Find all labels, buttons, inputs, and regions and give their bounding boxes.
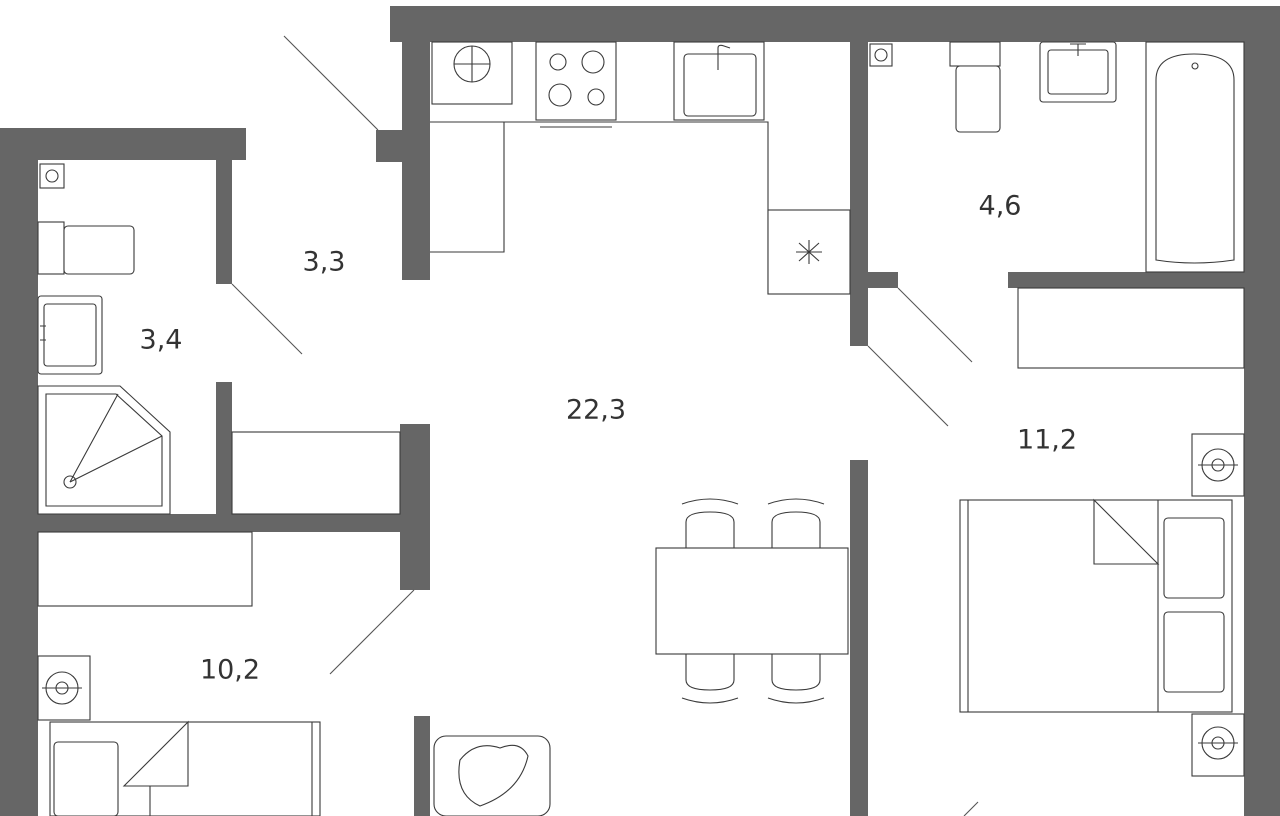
nightstand [1191, 713, 1245, 777]
wardrobe-small [37, 531, 253, 607]
chair [767, 654, 825, 704]
kitchen-counter-lower [430, 122, 505, 253]
wall-shower-bottom [38, 514, 406, 532]
shower-room-fixtures [37, 163, 401, 515]
toilet-tank [37, 221, 65, 275]
drain-icon [1191, 62, 1199, 70]
wall-entrance-vertical [402, 6, 430, 280]
kitchen-sink [673, 41, 765, 121]
washbasin [37, 295, 103, 375]
shower-room-door-leaf [231, 283, 303, 355]
chair [767, 498, 825, 548]
doors [231, 35, 979, 816]
riser [869, 43, 893, 67]
room-area-living-kitchen: 22,3 [565, 394, 627, 426]
bathtub [1145, 41, 1245, 273]
wall-top-left [0, 128, 246, 160]
stove-burner-icon [549, 53, 567, 71]
wardrobe-large [1017, 287, 1245, 369]
room-area-hall: 3,3 [302, 246, 346, 278]
bed-blanket-fold [122, 720, 189, 787]
wall-top-right [390, 6, 1280, 42]
stove-burner-icon [548, 83, 572, 107]
room-area-bedroom-small: 10,2 [199, 654, 261, 686]
wall-shower-top [216, 160, 232, 284]
wall-bedroom-left-pier [400, 424, 430, 590]
entrance-door-leaf [283, 35, 379, 131]
asterisk-icon [796, 240, 822, 264]
chair [681, 498, 739, 548]
wall-bath-bottom [1008, 272, 1280, 288]
dining-table [655, 547, 849, 655]
wall-bedroom-left-divider [414, 716, 430, 816]
pillow [1163, 517, 1225, 599]
bathroom-fixtures [869, 41, 1245, 369]
wall-shower-mid [216, 382, 232, 516]
toilet-tank [949, 41, 1001, 67]
room-area-bathroom: 4,6 [978, 190, 1022, 222]
kitchen-furniture [430, 41, 851, 295]
wall-left-outer [0, 128, 38, 816]
bathtub-inner [1155, 53, 1235, 264]
wall-bedroom-right-divider [850, 460, 868, 816]
washbasin [1039, 41, 1117, 103]
stove-burner-icon [581, 50, 605, 74]
riser [39, 163, 65, 189]
dining-furniture [433, 498, 849, 816]
wall-bath-door-stub [868, 272, 898, 288]
wall-bath-left [850, 42, 868, 346]
faucet-icon [40, 325, 46, 341]
toilet-bowl [955, 65, 1001, 133]
bedroom-large-door-leaf [867, 345, 949, 427]
bed-blanket-fold [1093, 498, 1160, 565]
stove-burner-icon [587, 88, 605, 106]
wall-entrance-stub [376, 130, 406, 162]
pillow [1163, 611, 1225, 693]
bedroom-small-furniture [37, 531, 321, 816]
lower-right-door-leaf [963, 801, 979, 816]
room-area-shower-room: 3,4 [139, 324, 183, 356]
faucet-icon [1070, 43, 1086, 56]
bedroom-small-door-leaf [329, 589, 415, 675]
pillow [53, 741, 119, 816]
shower-tray [37, 385, 171, 515]
bedroom-large-furniture [959, 433, 1245, 777]
walls [0, 6, 1280, 816]
hall-wardrobe [231, 431, 401, 515]
stove [535, 41, 617, 121]
toilet-bowl [63, 225, 135, 275]
armchair [433, 735, 551, 816]
faucet-icon [717, 44, 731, 70]
shower-drain-icon [63, 475, 77, 489]
bathroom-door-leaf [897, 287, 973, 363]
kitchen-sink-bowl [683, 53, 757, 117]
chair [681, 654, 739, 704]
wall-right-outer [1244, 42, 1280, 816]
room-area-bedroom-large: 11,2 [1016, 424, 1078, 456]
